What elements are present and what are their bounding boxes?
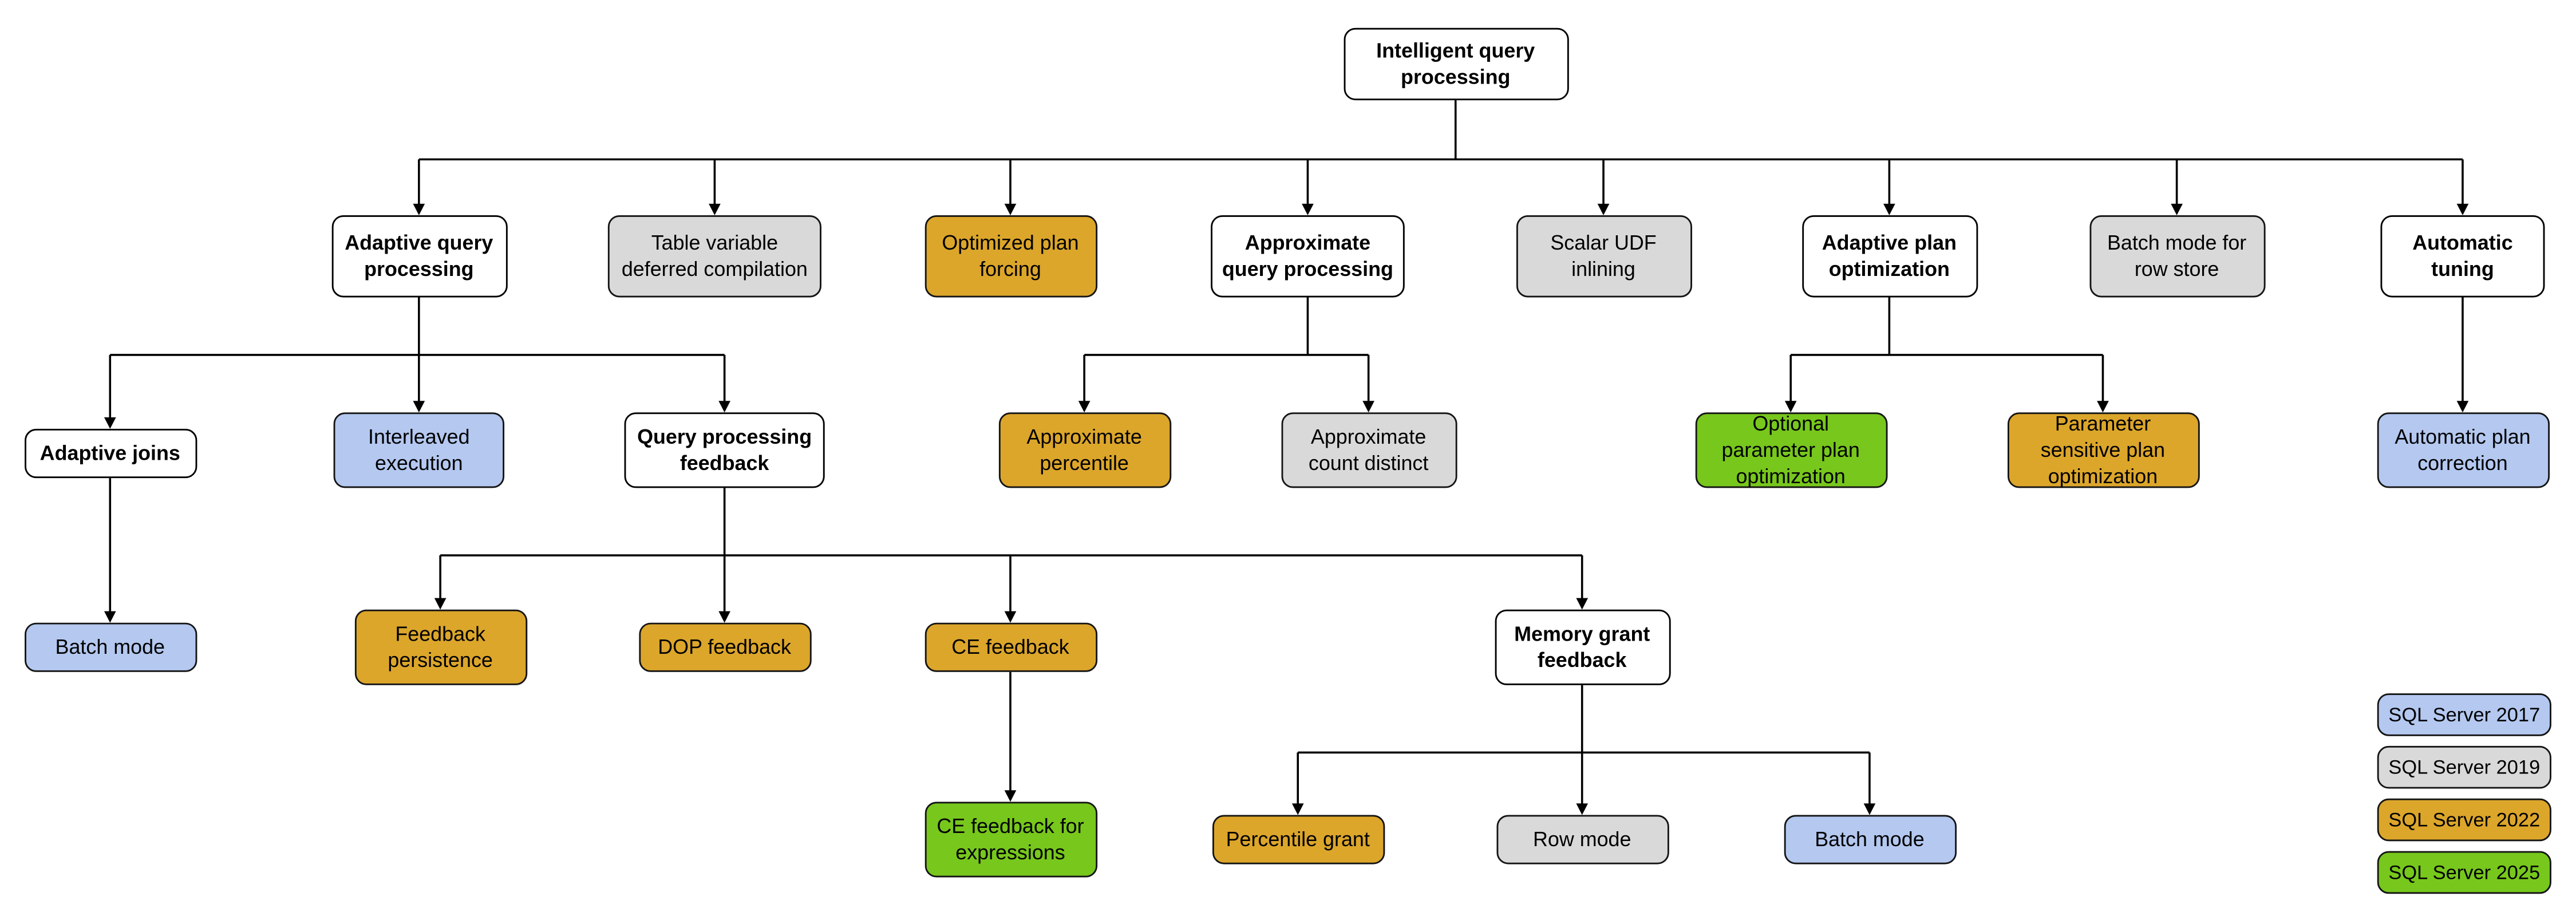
node-label: Adaptive joins (39, 442, 180, 465)
node-oppo: Optional parameter plan optimization (1694, 412, 1887, 488)
node-mgf: Memory grant feedback (1494, 609, 1670, 685)
node-label: Table variable deferred compilation (621, 231, 808, 281)
node-aj: Adaptive joins (23, 429, 196, 479)
legend-item-sql-server-2017: SQL Server 2017 (2377, 693, 2551, 736)
node-aqpr: Approximate query processing (1211, 215, 1405, 298)
node-qpf: Query processing feedback (624, 412, 825, 488)
node-label: Feedback persistence (388, 622, 493, 672)
node-label: Approximate percentile (1026, 425, 1142, 475)
node-fp: Feedback persistence (354, 609, 527, 685)
node-cefe: CE feedback for expressions (924, 802, 1097, 878)
node-label: Query processing feedback (637, 425, 812, 475)
node-at: Automatic tuning (2380, 215, 2545, 298)
node-label: Batch mode (55, 635, 165, 659)
node-bm2: Batch mode (1783, 815, 1956, 864)
node-label: Row mode (1532, 828, 1631, 851)
node-tvdc: Table variable deferred compilation (607, 215, 821, 298)
node-acd: Approximate count distinct (1281, 412, 1457, 488)
node-iqp: Intelligent query processing (1343, 27, 1568, 101)
node-ap: Approximate percentile (998, 412, 1171, 488)
node-label: Parameter sensitive plan optimization (2040, 412, 2166, 488)
legend-item-sql-server-2022: SQL Server 2022 (2377, 798, 2551, 842)
node-apo: Adaptive plan optimization (1801, 215, 1977, 298)
node-label: CE feedback for expressions (937, 815, 1084, 864)
node-label: Intelligent query processing (1376, 39, 1535, 89)
node-label: Adaptive plan optimization (1822, 231, 1957, 281)
legend-item-sql-server-2025: SQL Server 2025 (2377, 851, 2551, 894)
node-label: Optional parameter plan optimization (1721, 412, 1860, 488)
node-sudf: Scalar UDF inlining (1515, 215, 1692, 298)
node-label: CE feedback (951, 635, 1069, 659)
node-dop: DOP feedback (638, 622, 811, 672)
node-label: Percentile grant (1226, 828, 1370, 851)
node-label: Adaptive query processing (345, 231, 493, 281)
node-cef: CE feedback (924, 622, 1097, 672)
node-ie: Interleaved execution (333, 412, 505, 488)
node-label: DOP feedback (658, 635, 791, 659)
node-pspo: Parameter sensitive plan optimization (2006, 412, 2199, 488)
node-label: Approximate query processing (1222, 231, 1393, 281)
node-opf: Optimized plan forcing (924, 215, 1097, 298)
legend-item-sql-server-2019: SQL Server 2019 (2377, 745, 2551, 789)
node-label: Batch mode (1815, 828, 1925, 851)
node-label: Memory grant feedback (1514, 622, 1650, 672)
node-label: Optimized plan forcing (942, 231, 1079, 281)
node-pg: Percentile grant (1211, 815, 1384, 864)
node-apc: Automatic plan correction (2376, 412, 2549, 488)
node-aqp: Adaptive query processing (331, 215, 507, 298)
node-bm1: Batch mode (23, 622, 196, 672)
node-label: Automatic plan correction (2395, 425, 2531, 475)
node-label: Interleaved execution (368, 425, 470, 475)
node-label: Automatic tuning (2412, 231, 2513, 281)
node-bmrs: Batch mode for row store (2089, 215, 2265, 298)
node-label: Approximate count distinct (1308, 425, 1429, 475)
node-label: Scalar UDF inlining (1550, 231, 1657, 281)
node-rm: Row mode (1496, 815, 1669, 864)
node-label: Batch mode for row store (2107, 231, 2247, 281)
